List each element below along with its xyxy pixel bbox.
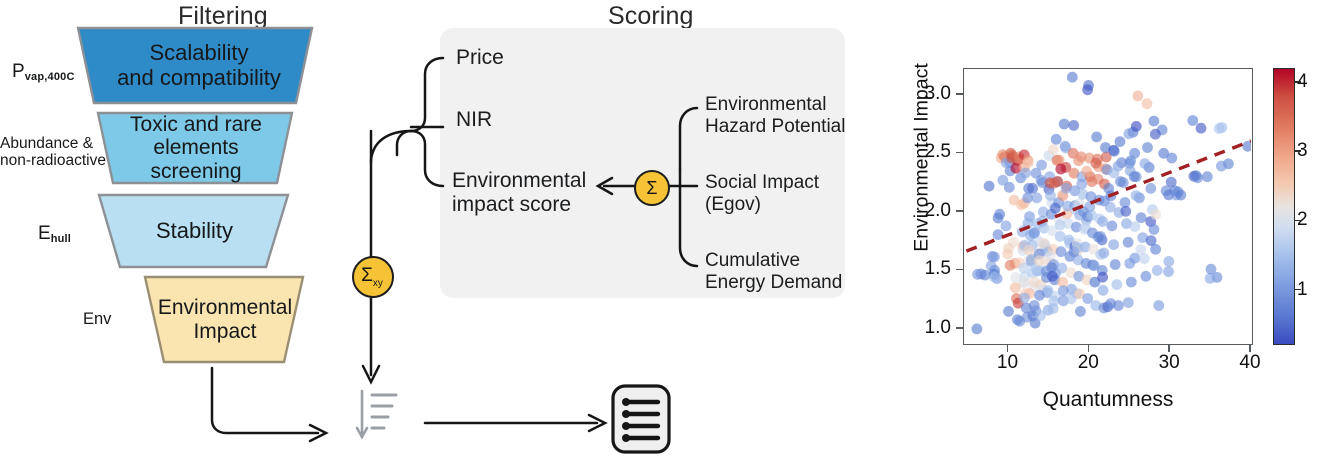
sigma-symbol-xy: Σ xyxy=(361,264,373,286)
x-tick-label: 10 xyxy=(996,352,1019,373)
x-tick-label: 30 xyxy=(1158,352,1180,373)
colorbar-tick-mark xyxy=(1295,288,1301,291)
funnel-to-sort-arrowhead xyxy=(308,423,329,443)
colorbar-tick-mark xyxy=(1295,150,1301,152)
funnel-side-label-pvap: Pvap,400C xyxy=(12,61,90,83)
funnel-band-3-line1: Stability xyxy=(155,217,234,243)
env-sum-arrowhead xyxy=(595,176,614,196)
funnel-side-label-ehull: Ehull xyxy=(38,223,98,245)
y-tick-label: 3.0 xyxy=(924,82,951,104)
x-tick-mark xyxy=(1249,345,1251,352)
y-tick-label: 1.5 xyxy=(924,258,951,280)
weighted-sum-node: Σxy xyxy=(352,256,394,298)
funnel-band-stability: Stability xyxy=(112,195,277,267)
filtering-funnel: Scalability and compatibility Toxic and … xyxy=(0,25,360,365)
sigma-symbol-env: Σ xyxy=(646,178,658,198)
colorbar-tick-label: 4 xyxy=(1297,70,1308,92)
x-tick-label: 40 xyxy=(1239,352,1261,373)
env-score-line2: impact score xyxy=(452,192,572,216)
scatter-chart: 1.0 1.5 2.0 2.5 3.0 10 20 30 40 Environmental I… xyxy=(880,38,1333,458)
funnel-band-2-line2: elements screening xyxy=(150,136,242,183)
sigma-subscript-xy: xy xyxy=(372,277,383,289)
brace-top xyxy=(409,56,445,133)
pvap-subscript: vap,400C xyxy=(24,71,75,83)
social-line1: Social Impact xyxy=(705,172,820,193)
y-tick-mark xyxy=(956,210,963,212)
scatter-points xyxy=(971,71,1251,335)
y-axis-label: Environmental Impact xyxy=(910,63,933,252)
trunk-curve xyxy=(369,129,413,164)
brace-outer-none xyxy=(397,60,411,131)
funnel-side-label-env: Env xyxy=(83,310,135,328)
funnel-shapes xyxy=(76,26,314,364)
filtering-section-title: Filtering xyxy=(178,2,268,30)
environmental-sum-node: Σ xyxy=(634,170,670,206)
brace-bottom xyxy=(409,129,445,188)
colorbar-tick-mark xyxy=(1295,81,1301,83)
ranked-list-icon xyxy=(611,384,671,454)
scoring-subitem-energy-demand: Cumulative Energy Demand xyxy=(705,250,860,293)
energy-line2: Energy Demand xyxy=(705,271,843,293)
funnel-to-sort-line xyxy=(210,366,320,435)
funnel-band-2-line1: Toxic and rare xyxy=(130,112,262,136)
hazard-line2: Hazard Potential xyxy=(705,115,846,137)
abundance-line2: non-radioactive xyxy=(0,152,106,170)
funnel-band-scalability: Scalability and compatibility xyxy=(94,28,304,103)
flow-connectors xyxy=(210,56,699,443)
trendline xyxy=(965,139,1251,253)
scoring-panel xyxy=(440,28,845,298)
env-brace-bottom xyxy=(678,184,699,268)
funnel-side-label-abundance: Abundance & non-radioactive xyxy=(0,135,106,170)
ehull-symbol: E xyxy=(38,223,51,244)
funnel-band-1-line2: and compatibility xyxy=(117,64,281,90)
y-tick-mark xyxy=(956,327,963,329)
energy-line1: Cumulative xyxy=(705,250,801,271)
env-label: Env xyxy=(83,310,112,328)
plot-area xyxy=(963,68,1253,345)
y-tick-mark xyxy=(956,268,963,271)
x-tick-mark xyxy=(1006,345,1009,352)
x-tick-mark xyxy=(1168,345,1170,352)
brace-outer-upper xyxy=(395,129,413,157)
y-tick-label: 2.0 xyxy=(924,199,951,221)
scoring-section-title: Scoring xyxy=(608,2,694,30)
colorbar-tick-label: 3 xyxy=(1297,140,1308,162)
nir-label: NIR xyxy=(456,108,493,131)
sort-descending-icon xyxy=(355,389,398,440)
ehull-subscript: hull xyxy=(50,233,72,245)
funnel-band-4-line2: Impact xyxy=(193,319,257,343)
scoring-subitem-hazard-potential: Environmental Hazard Potential xyxy=(705,94,855,137)
y-tick-mark xyxy=(956,92,963,95)
env-brace-top xyxy=(678,106,699,172)
funnel-band-toxic-rare: Toxic and rare elements screening xyxy=(110,113,282,183)
sum-down-arrowhead xyxy=(361,364,381,385)
y-tick-label: 1.0 xyxy=(924,316,951,338)
y-tick-label: 2.5 xyxy=(924,141,951,163)
funnel-band-1-line1: Scalability xyxy=(149,39,249,65)
abundance-line1: Abundance & xyxy=(0,135,94,152)
scoring-item-price: Price xyxy=(456,46,504,70)
x-axis-label: Quantumness xyxy=(1042,388,1174,411)
sort-to-list-arrowhead xyxy=(587,413,608,433)
scoring-item-env-impact-score: Environmental impact score xyxy=(452,169,612,217)
price-label: Price xyxy=(456,46,504,69)
hazard-line1: Environmental xyxy=(705,94,827,115)
colorbar xyxy=(1273,68,1295,345)
colorbar-tick-label: 2 xyxy=(1297,209,1308,231)
scoring-item-nir: NIR xyxy=(456,108,492,132)
x-tick-label: 20 xyxy=(1077,352,1099,373)
colorbar-tick-mark xyxy=(1295,219,1301,222)
x-tick-mark xyxy=(1087,345,1090,352)
env-score-line1: Environmental xyxy=(452,169,587,192)
funnel-band-environmental-impact: Environmental Impact xyxy=(150,277,300,362)
funnel-band-4-line1: Environmental xyxy=(157,295,293,319)
social-line2: (Egov) xyxy=(705,193,761,215)
pvap-symbol: P xyxy=(12,61,25,82)
y-tick-mark xyxy=(956,151,963,154)
scoring-subitem-social-impact: Social Impact (Egov) xyxy=(705,172,855,215)
colorbar-tick-label: 1 xyxy=(1297,278,1308,300)
